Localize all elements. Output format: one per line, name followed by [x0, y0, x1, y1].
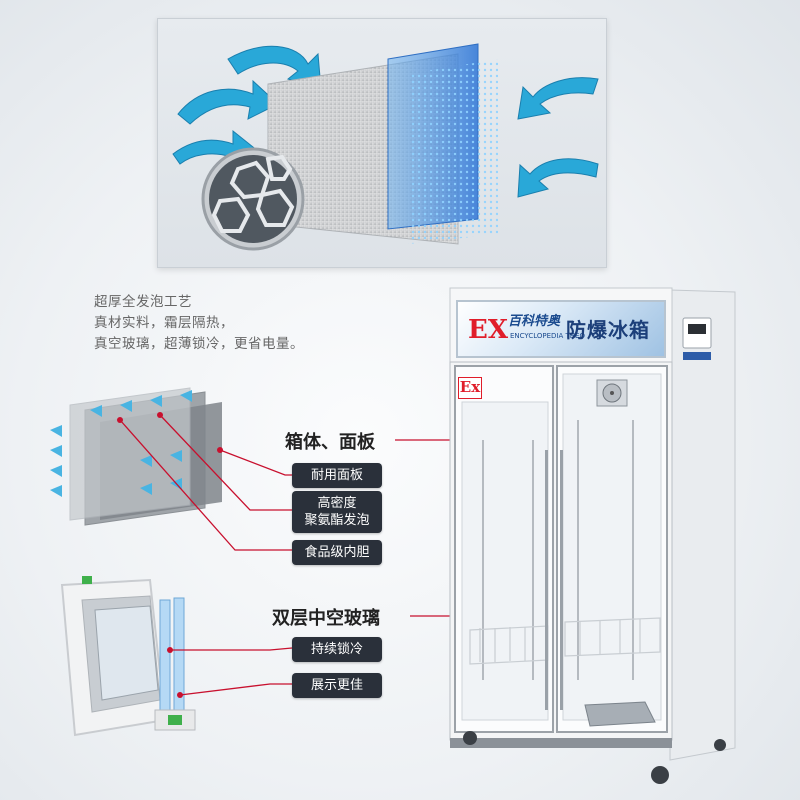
foam-cell-icon [201, 147, 305, 251]
door-ex-badge: Ex [458, 377, 482, 399]
tag-polyurethane-foam: 高密度 聚氨酯发泡 [292, 491, 382, 533]
sign-title: 防爆冰箱 [566, 318, 650, 342]
fan-icon [596, 379, 628, 407]
insulation-layers-illustration [172, 43, 599, 251]
tag-food-grade-liner: 食品级内胆 [292, 540, 382, 565]
tag-durable-panel: 耐用面板 [292, 463, 382, 488]
tag-better-display: 展示更佳 [292, 673, 382, 698]
sign-brand: 百科特奥 [508, 314, 561, 329]
tag-lock-cold: 持续锁冷 [292, 637, 382, 662]
cabinet-layers-illustration [50, 387, 222, 526]
sign-brand-english: ENCYCLOPEDIA THEO [510, 332, 585, 340]
fridge-header-sign: EX 百科特奥 ENCYCLOPEDIA THEO 防爆冰箱 [456, 300, 666, 358]
sign-ex-mark: EX [468, 315, 508, 345]
explosion-proof-fridge [449, 287, 736, 784]
glass-frame-illustration [60, 576, 196, 737]
cabinet-heading: 箱体、面板 [285, 432, 375, 453]
airflow-arrow-icon [517, 77, 599, 198]
glass-heading: 双层中空玻璃 [272, 608, 380, 629]
description-line-2: 真材实料，霜层隔热， [94, 315, 234, 331]
description-line-3: 真空玻璃，超薄锁冷，更省电量。 [94, 336, 304, 352]
glass-layer-2 [408, 59, 498, 244]
insulation-diagram-panel [157, 18, 607, 268]
feature-description: 超厚全发泡工艺 真材实料，霜层隔热， 真空玻璃，超薄锁冷，更省电量。 [94, 292, 424, 355]
description-line-1: 超厚全发泡工艺 [94, 294, 192, 310]
